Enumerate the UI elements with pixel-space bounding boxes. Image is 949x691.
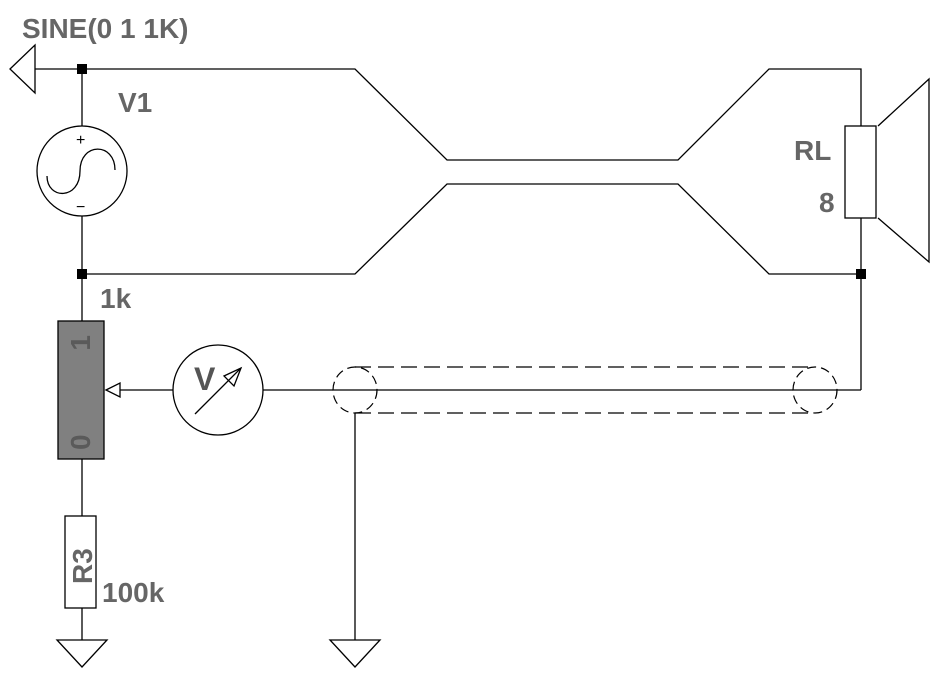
source-value-label: SINE(0 1 1K) xyxy=(22,13,189,44)
load-value-label: 8 xyxy=(819,187,835,218)
junction-dot xyxy=(856,269,866,279)
pot-pin-top-label: 1 xyxy=(65,335,96,351)
speaker-cone-icon xyxy=(877,77,930,264)
wire-top xyxy=(82,68,862,161)
resistor-value-label: 100k xyxy=(102,577,165,608)
load-name-label: RL xyxy=(794,135,831,166)
voltmeter[interactable]: V xyxy=(172,344,264,436)
minus-sign: − xyxy=(76,199,85,216)
pot-value-label: 1k xyxy=(100,283,132,314)
voltmeter-symbol: V xyxy=(194,361,216,397)
pot-pin-bottom-label: 0 xyxy=(65,434,96,450)
potentiometer[interactable] xyxy=(57,320,105,460)
sine-wave-icon xyxy=(46,148,116,195)
wiper-arrow-icon[interactable] xyxy=(104,381,121,399)
source-name-label: V1 xyxy=(118,87,152,118)
ground-icon xyxy=(328,639,382,668)
needle-arrow-icon xyxy=(222,366,243,388)
resistor-r3[interactable] xyxy=(64,515,97,609)
load-resistor-rl[interactable] xyxy=(844,125,877,219)
resistor-name-label: R3 xyxy=(67,548,98,584)
wire-bottom xyxy=(82,183,861,275)
ground-icon xyxy=(55,639,109,668)
plus-sign: + xyxy=(76,132,85,149)
port-arrow-icon xyxy=(9,43,36,95)
coax-cable[interactable] xyxy=(332,366,838,414)
sine-source-symbol[interactable]: + − xyxy=(36,125,128,217)
